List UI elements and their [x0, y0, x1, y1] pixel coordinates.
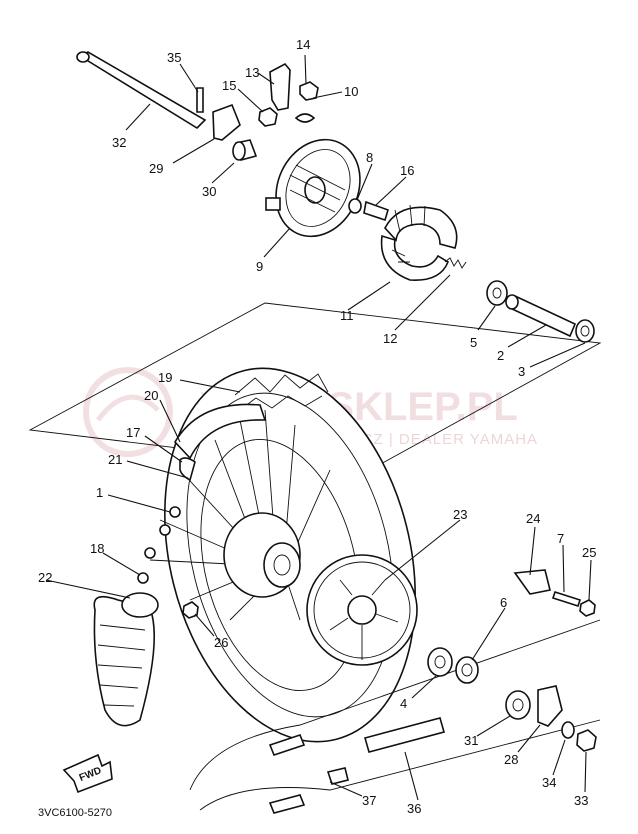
chain-puller-plate: [212, 103, 241, 141]
label-14: 14: [296, 37, 310, 52]
label-24: 24: [526, 511, 540, 526]
label-3: 3: [518, 364, 525, 379]
diagram-code: 3VC6100-5270: [38, 807, 112, 819]
label-36: 36: [407, 801, 421, 816]
brake-shoe: [380, 204, 458, 281]
bearing-5: [486, 280, 508, 306]
label-4: 4: [400, 696, 407, 711]
label-9: 9: [256, 259, 263, 274]
leader-lines: [45, 54, 592, 801]
label-17: 17: [126, 425, 140, 440]
label-18: 18: [90, 541, 104, 556]
label-25: 25: [582, 545, 596, 560]
label-5: 5: [470, 335, 477, 350]
label-32: 32: [112, 135, 126, 150]
label-30: 30: [202, 184, 216, 199]
label-11: 11: [340, 308, 354, 323]
label-35: 35: [167, 50, 181, 65]
axle: [76, 51, 207, 130]
brake-shoe-plate: [265, 138, 361, 238]
label-20: 20: [144, 388, 158, 403]
label-33: 33: [574, 793, 588, 808]
label-15: 15: [222, 78, 236, 93]
collar: [232, 139, 258, 161]
label-19: 19: [158, 370, 172, 385]
watermark-logo-icon: [83, 367, 173, 457]
sprocket: [306, 554, 418, 666]
label-2: 2: [497, 348, 504, 363]
rim-band: [179, 457, 196, 482]
shoe-spring: [444, 257, 467, 269]
nut-15: [258, 107, 278, 127]
drive-chain: [189, 619, 601, 814]
fwd-arrow-icon: FWD: [62, 753, 113, 794]
label-34: 34: [542, 775, 556, 790]
label-29: 29: [149, 161, 163, 176]
part-labels: 35 32 29 30 15 13 14 10 8 16 9 11 12 5 2…: [38, 37, 596, 816]
label-1: 1: [96, 485, 103, 500]
label-28: 28: [504, 752, 518, 767]
collar-31: [505, 690, 531, 720]
clip: [294, 113, 316, 123]
nut-26: [182, 601, 199, 619]
tube: [174, 403, 267, 460]
label-26: 26: [214, 635, 228, 650]
chain-puller-plate-28: [537, 685, 563, 727]
label-8: 8: [366, 150, 373, 165]
bearing-6: [455, 656, 479, 684]
label-13: 13: [245, 65, 259, 80]
camshaft: [363, 200, 389, 222]
nut-33: [576, 729, 597, 752]
tire-section: [93, 592, 159, 727]
cam-lever: [269, 62, 291, 111]
oil-seal: [348, 198, 362, 214]
label-16: 16: [400, 163, 414, 178]
adjuster-bolt: [551, 590, 582, 608]
spacer: [505, 294, 577, 338]
cotter-pin: [196, 87, 204, 113]
label-6: 6: [500, 595, 507, 610]
nut-14: [299, 81, 319, 101]
label-23: 23: [453, 507, 467, 522]
label-21: 21: [108, 452, 122, 467]
washer: [561, 721, 575, 739]
spoke-nipples: [137, 506, 181, 584]
label-7: 7: [557, 531, 564, 546]
nut-25: [579, 599, 596, 617]
label-12: 12: [383, 331, 397, 346]
label-37: 37: [362, 793, 376, 808]
bearing-3: [575, 319, 595, 343]
label-22: 22: [38, 570, 52, 585]
adjuster-plate: [513, 569, 551, 595]
bearing-4: [427, 647, 453, 677]
label-31: 31: [464, 733, 478, 748]
label-10: 10: [344, 84, 358, 99]
